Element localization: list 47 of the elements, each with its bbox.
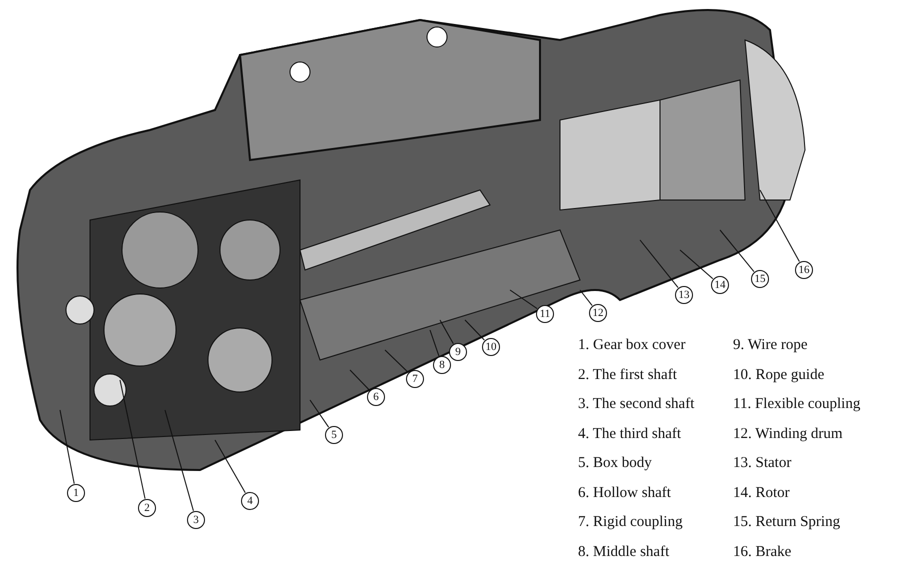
- callout-number: 8: [433, 356, 451, 374]
- leader-line: [120, 380, 146, 500]
- leader-line: [164, 410, 194, 512]
- part-label: 3. The second shaft: [578, 396, 694, 413]
- callout-number: 3: [187, 511, 205, 529]
- part-label: 6. Hollow shaft: [578, 484, 671, 502]
- leader-line: [640, 240, 679, 288]
- callout-number: 9: [449, 343, 467, 361]
- callout-number: 10: [482, 338, 500, 356]
- leader-line: [680, 250, 714, 280]
- leader-line: [580, 290, 593, 306]
- callout-number: 11: [536, 305, 554, 323]
- callout-number: 4: [241, 492, 259, 510]
- callout-number: 1: [67, 484, 85, 502]
- part-label: 8. Middle shaft: [578, 544, 670, 560]
- callout-number: 14: [711, 276, 729, 294]
- part-label: 5. Box body: [578, 455, 652, 472]
- leader-line: [464, 320, 485, 341]
- part-label: 4. The third shaft: [578, 426, 682, 442]
- part-label: 2. The first shaft: [578, 366, 677, 384]
- part-label: 12. Winding drum: [733, 426, 843, 442]
- callout-number: 2: [138, 499, 156, 517]
- leader-line: [430, 330, 440, 357]
- callout-number: 13: [675, 286, 693, 304]
- part-label: 9. Wire rope: [733, 337, 808, 354]
- callout-number: 16: [795, 261, 813, 279]
- part-label: 15. Return Spring: [733, 514, 840, 531]
- leader-line: [440, 320, 454, 344]
- leader-line: [60, 410, 75, 484]
- leader-line: [510, 290, 538, 310]
- part-label: 16. Brake: [733, 544, 792, 560]
- callout-number: 5: [325, 426, 343, 444]
- part-label: 1. Gear box cover: [578, 337, 686, 354]
- part-label: 11. Flexible coupling: [733, 396, 860, 413]
- leader-line: [350, 370, 370, 391]
- callout-number: 6: [367, 388, 385, 406]
- leader-line: [384, 350, 409, 373]
- leader-line: [760, 190, 800, 262]
- part-label: 13. Stator: [733, 455, 792, 472]
- leader-line: [214, 440, 246, 494]
- part-label: 10. Rope guide: [733, 366, 824, 384]
- part-label: 14. Rotor: [733, 484, 790, 502]
- callout-number: 12: [589, 304, 607, 322]
- part-label: 7. Rigid coupling: [578, 514, 683, 531]
- callout-number: 7: [406, 370, 424, 388]
- leader-line: [720, 230, 754, 272]
- callout-number: 15: [751, 270, 769, 288]
